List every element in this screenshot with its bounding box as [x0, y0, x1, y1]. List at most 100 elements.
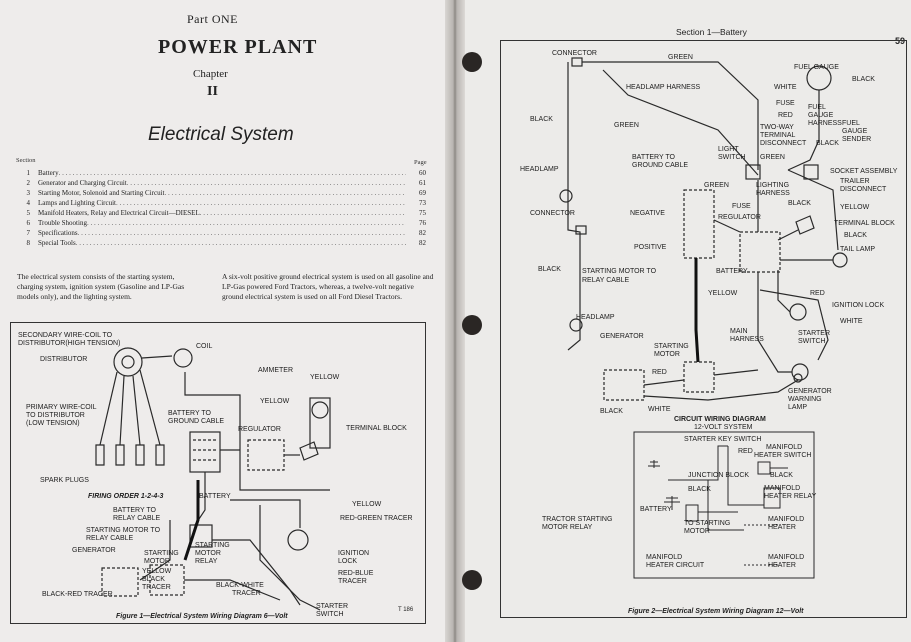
- label-starter-key: STARTER KEY SWITCH: [684, 436, 762, 443]
- ammeter-shape: [311, 401, 329, 419]
- toc-page: 76: [419, 219, 426, 227]
- label-white-2: WHITE: [840, 318, 863, 325]
- toc-label: Battery: [38, 169, 59, 177]
- label-terminal-block: TERMINAL BLOCK: [346, 425, 407, 432]
- label-two-way-2: TERMINAL: [760, 132, 796, 139]
- battery-shape: [189, 431, 221, 473]
- terminal-block-shape: [299, 441, 319, 461]
- figure-1-wiring-drawing: [95, 347, 331, 611]
- label-junction-block: JUNCTION BLOCK: [688, 472, 750, 479]
- label-negative: NEGATIVE: [630, 210, 665, 217]
- connector-shape-2: [575, 225, 587, 235]
- label-black-6: BLACK: [600, 408, 623, 415]
- label-red-3: RED: [652, 369, 667, 376]
- label-yellow-1: YELLOW: [310, 374, 340, 381]
- label-battery-relay-2: RELAY CABLE: [113, 515, 161, 522]
- toc-label: Generator and Charging Circuit: [38, 179, 127, 187]
- label-regulator: REGULATOR: [238, 426, 281, 433]
- label-generator-lamp: GENERATOR: [788, 388, 832, 395]
- label-black-red: BLACK-RED TRACER: [42, 591, 113, 598]
- label-white-1: WHITE: [774, 84, 797, 91]
- toc-number: 6: [26, 219, 31, 227]
- label-fuel-gauge-harness-3: HARNESS: [808, 120, 842, 127]
- label-firing-order: FIRING ORDER 1-2-4-3: [88, 493, 164, 500]
- label-connector-2: CONNECTOR: [530, 210, 575, 217]
- binder-hole-bottom: [462, 570, 482, 590]
- label-secondary-wire-2: DISTRIBUTOR(HIGH TENSION): [18, 340, 121, 347]
- toc-label: Starting Motor, Solenoid and Starting Ci…: [38, 189, 165, 197]
- label-starting-relay-2: RELAY CABLE: [582, 277, 630, 284]
- label-red-1: RED: [778, 112, 793, 119]
- label-starting-motor-relay-2: MOTOR: [195, 550, 221, 557]
- label-starting-relay: STARTING MOTOR TO: [582, 268, 657, 275]
- label-headlamp-1: HEADLAMP: [520, 166, 559, 173]
- label-manifold-heater-4: HEATER: [768, 562, 796, 569]
- figure-1-caption: Figure 1—Electrical System Wiring Diagra…: [116, 613, 288, 620]
- toc-number: 4: [26, 199, 31, 207]
- label-red-4: RED: [738, 448, 753, 455]
- left-page: Part ONE POWER PLANT Chapter II Electric…: [0, 0, 456, 642]
- label-lighting-harness-2: HARNESS: [756, 190, 790, 197]
- binder-hole-middle: [462, 315, 482, 335]
- headlamp-shape-2: [569, 318, 583, 332]
- circuit-diagram-box: [633, 431, 815, 579]
- label-tractor-relay-2: MOTOR RELAY: [542, 524, 593, 531]
- label-distributor: DISTRIBUTOR: [40, 356, 88, 363]
- label-white-3: WHITE: [648, 406, 671, 413]
- label-fuel-gauge-sender-2: GAUGE: [842, 128, 868, 135]
- coil-shape: [173, 348, 193, 368]
- toc-page: 82: [419, 229, 426, 237]
- intro-paragraph-right: A six-volt positive ground electrical sy…: [222, 272, 434, 301]
- regulator-shape: [247, 439, 285, 471]
- label-main-harness: MAIN: [730, 328, 748, 335]
- part-label: Part ONE: [187, 12, 238, 26]
- label-battery-ground-2: GROUND CABLE: [168, 418, 225, 425]
- label-ignition-lock: IGNITION LOCK: [832, 302, 885, 309]
- label-manifold-relay: MANIFOLD: [764, 485, 801, 492]
- label-fuel-gauge: FUEL GAUGE: [794, 64, 839, 71]
- spark-plugs-shape: [95, 444, 165, 466]
- toc-label: Special Tools: [38, 239, 76, 247]
- battery-shape: [683, 189, 715, 259]
- starting-motor-shape: [149, 564, 185, 596]
- toc-page: 69: [419, 189, 426, 197]
- label-headlamp-harness: HEADLAMP HARNESS: [626, 84, 701, 91]
- toc-number: 2: [26, 179, 31, 187]
- label-yellow-1: YELLOW: [840, 204, 870, 211]
- distributor-shape: [113, 347, 143, 377]
- label-starting-relay: STARTING MOTOR TO: [86, 527, 161, 534]
- label-manifold-heater-2: HEATER: [768, 524, 796, 531]
- label-fuel-gauge-harness: FUEL: [808, 104, 826, 111]
- figure-2-caption: Figure 2—Electrical System Wiring Diagra…: [628, 608, 804, 615]
- label-terminal-block: TERMINAL BLOCK: [834, 220, 895, 227]
- label-fuel-gauge-sender: FUEL: [842, 120, 860, 127]
- toc-page: 60: [419, 169, 426, 177]
- label-black-white: BLACK-WHITE: [216, 582, 264, 589]
- label-fuel-gauge-harness-2: GAUGE: [808, 112, 834, 119]
- label-black-8: BLACK: [688, 486, 711, 493]
- generator-shape: [603, 369, 645, 401]
- regulator-shape: [739, 231, 781, 273]
- label-to-starting-motor: TO STARTING: [684, 520, 731, 527]
- section-title: Electrical System: [148, 124, 294, 145]
- label-connector-1: CONNECTOR: [552, 50, 597, 57]
- label-secondary-wire: SECONDARY WIRE-COIL TO: [18, 332, 113, 339]
- figure-2-wiring-drawing: [559, 57, 848, 579]
- toc-page: 61: [419, 179, 426, 187]
- toc-number: 3: [26, 189, 31, 197]
- label-battery-ground: BATTERY TO: [168, 410, 211, 417]
- label-starter-switch-2: SWITCH: [316, 611, 344, 618]
- binder-hole-top: [462, 52, 482, 72]
- label-starting-motor-relay: STARTING: [195, 542, 230, 549]
- label-lighting-harness: LIGHTING: [756, 182, 790, 189]
- generator-shape: [101, 567, 139, 597]
- starter-relay-shape: [189, 524, 213, 548]
- light-switch-shape: [745, 164, 761, 180]
- terminal-block-shape: [795, 215, 815, 235]
- label-red-blue: RED-BLUE: [338, 570, 374, 577]
- label-starting-relay-2: RELAY CABLE: [86, 535, 134, 542]
- label-ignition-lock-2: LOCK: [338, 558, 358, 565]
- label-battery: BATTERY: [199, 493, 231, 500]
